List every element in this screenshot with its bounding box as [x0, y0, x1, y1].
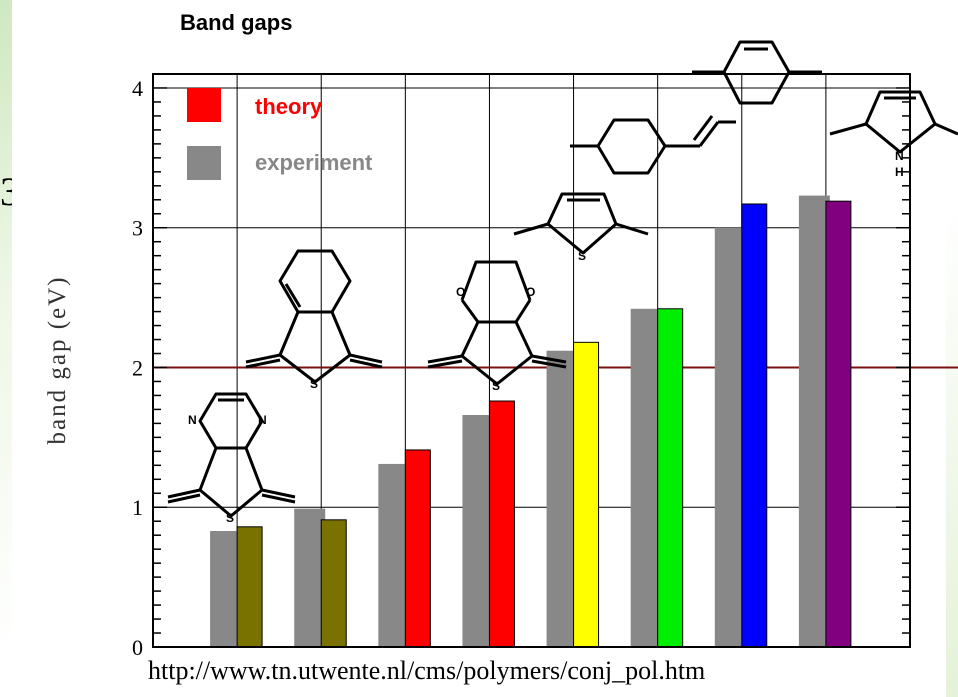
bar-experiment — [378, 463, 410, 647]
molecule-pyrrole — [829, 90, 958, 154]
atom-label: S — [226, 511, 234, 525]
bar-experiment — [210, 531, 242, 647]
bar-theory — [236, 526, 263, 648]
atom-label: N — [258, 413, 267, 427]
legend-experiment-label: experiment — [255, 150, 373, 175]
bar-experiment — [462, 415, 494, 647]
y-tick-label: 1 — [132, 495, 143, 520]
bar-theory — [825, 200, 852, 648]
atom-label: H — [895, 165, 904, 179]
molecule-thiophene — [513, 192, 649, 255]
bar-theory — [404, 449, 431, 648]
legend: theory experiment — [187, 88, 373, 180]
molecule-isothianaphthene — [245, 249, 383, 384]
atom-label: S — [310, 377, 318, 391]
bar-experiment — [630, 308, 662, 647]
bar-theory — [741, 203, 768, 648]
bar-experiment — [798, 195, 830, 647]
bar-theory — [320, 519, 347, 648]
source-url: http://www.tn.utwente.nl/cms/polymers/co… — [148, 656, 706, 685]
atom-label: S — [578, 249, 586, 263]
y-tick-label: 0 — [132, 635, 143, 660]
molecule-structures — [167, 40, 958, 518]
atom-label: S — [492, 379, 500, 393]
legend-theory-label: theory — [255, 94, 323, 119]
atom-label: O — [526, 285, 535, 299]
chart-title: Band gaps — [180, 10, 293, 35]
molecule-phenylene — [692, 40, 822, 105]
bar-experiment — [714, 227, 746, 648]
molecule-edot — [427, 260, 567, 386]
axes: 0 1 2 3 4 — [132, 73, 911, 660]
bar-experiment — [294, 508, 326, 647]
cropped-slide-text: 3 — [0, 169, 12, 214]
legend-experiment-swatch — [187, 146, 221, 180]
atom-label: N — [188, 413, 197, 427]
atom-label: N — [895, 149, 904, 163]
bars — [210, 195, 852, 648]
plot-frame — [152, 73, 911, 648]
molecule-pyrazine-thiophene — [167, 392, 296, 518]
y-tick-label: 3 — [132, 216, 143, 241]
y-tick-label: 2 — [132, 355, 143, 380]
atom-labels: N N S S O O S S N H — [188, 149, 904, 525]
atom-label: O — [456, 285, 465, 299]
legend-theory-swatch — [187, 88, 221, 122]
molecule-phenylene-vinylene — [570, 115, 736, 175]
bar-theory — [573, 341, 600, 648]
bar-theory — [657, 308, 684, 648]
y-tick-label: 4 — [132, 76, 143, 101]
bar-theory — [488, 400, 515, 648]
bar-experiment — [546, 350, 578, 647]
